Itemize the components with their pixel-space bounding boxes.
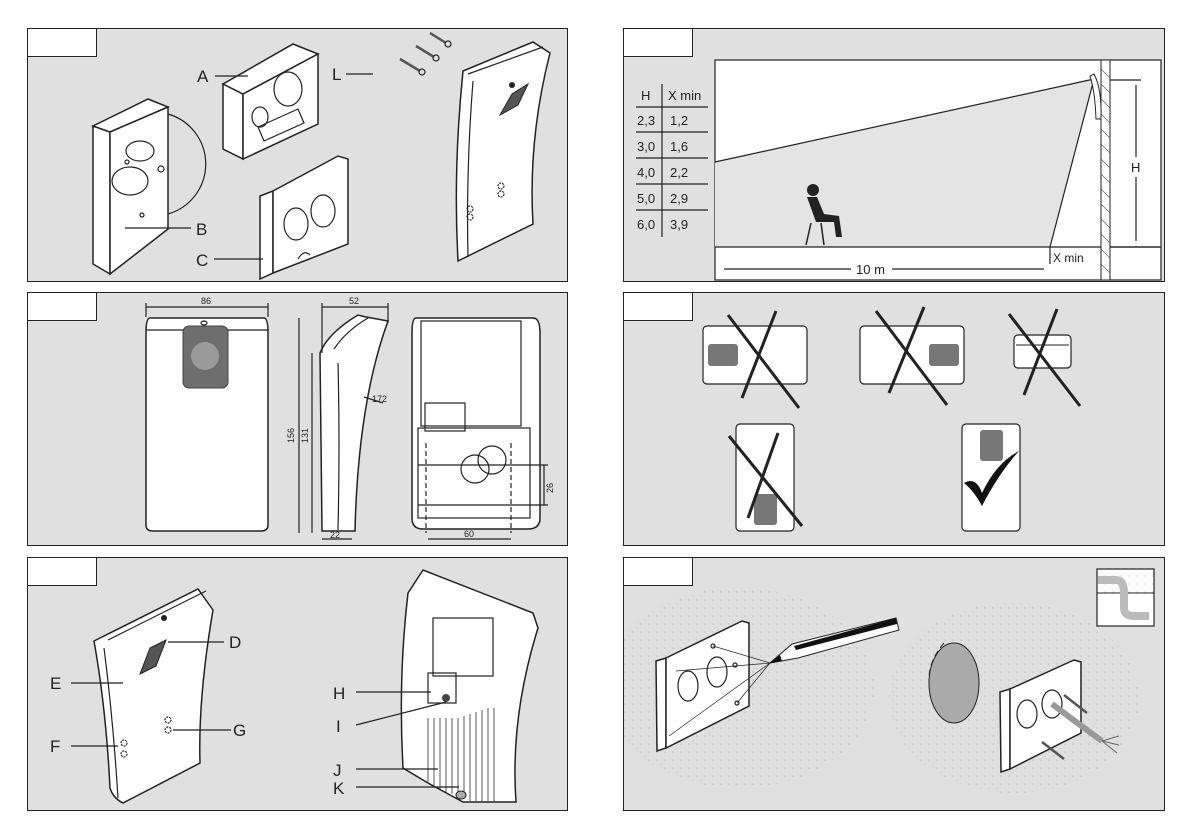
- back-view: 60 26: [412, 318, 555, 539]
- front-view: 86: [146, 296, 268, 531]
- label-g: G: [233, 721, 246, 740]
- table-cell: 6,0: [637, 217, 655, 232]
- parts-illustration: A B C L: [28, 29, 568, 282]
- figure-wall-mounting: [623, 557, 1165, 811]
- dim-hole-horizontal: 60: [464, 529, 474, 539]
- dimension-drawings: 86 52 156 131 22 172: [28, 293, 568, 546]
- screws-part: [400, 33, 451, 75]
- surface-mount-box-part: [223, 44, 318, 159]
- xmin-label: X min: [1053, 251, 1084, 265]
- detector-front: [94, 589, 213, 803]
- dim-total-height: 156: [286, 428, 296, 443]
- figure-mounting-orientation: [623, 292, 1165, 546]
- height-label: H: [1131, 160, 1140, 175]
- label-c: C: [196, 251, 208, 270]
- dim-hole-vertical: 26: [545, 483, 555, 493]
- side-view: 52 156 131 22 172: [286, 296, 388, 540]
- label-h: H: [333, 684, 345, 703]
- detection-range-diagram: H X min 2,3 1,2 3,0 1,6 4,0 2,2 5,0 2,9 …: [624, 29, 1165, 282]
- figure-parts-overview: A B C L: [27, 28, 568, 282]
- table-header-xmin: X min: [668, 88, 701, 103]
- detector-back: [401, 570, 538, 802]
- orientation-upside-down-wrong: [729, 424, 802, 531]
- figure-detection-range: H X min 2,3 1,2 3,0 1,6 4,0 2,2 5,0 2,9 …: [623, 28, 1165, 282]
- figure-front-back-views: D E F G H I J K: [27, 557, 568, 811]
- range-label: 10 m: [856, 262, 885, 277]
- table-cell: 3,9: [670, 217, 688, 232]
- wall-mounting-illustration: [624, 558, 1165, 811]
- label-l: L: [332, 65, 341, 84]
- base-plate-part: [260, 156, 348, 279]
- label-k: K: [333, 779, 345, 798]
- label-a: A: [197, 67, 209, 86]
- table-header-h: H: [641, 88, 650, 103]
- label-d: D: [229, 633, 241, 652]
- dim-front-width: 86: [201, 296, 211, 306]
- table-cell: 2,3: [637, 113, 655, 128]
- dim-inner-height: 131: [300, 428, 310, 443]
- orientation-horizontal-right-wrong: [860, 307, 964, 405]
- table-cell: 1,2: [670, 113, 688, 128]
- table-cell: 1,6: [670, 139, 688, 154]
- orientation-diagrams: [624, 293, 1165, 546]
- orientation-upright-correct: [962, 424, 1020, 531]
- corner-bracket-part: [93, 99, 206, 274]
- label-e: E: [50, 674, 61, 693]
- motion-detector-part: [456, 42, 550, 261]
- dim-depth-bottom: 22: [330, 530, 340, 540]
- orientation-horizontal-left-wrong: [703, 311, 807, 408]
- table-cell: 4,0: [637, 165, 655, 180]
- front-back-illustration: D E F G H I J K: [28, 558, 568, 811]
- dim-depth-top: 52: [349, 296, 359, 306]
- figure-dimensions: 86 52 156 131 22 172: [27, 292, 568, 546]
- label-i: I: [336, 717, 341, 736]
- dim-radius: 172: [372, 394, 387, 404]
- label-b: B: [196, 220, 207, 239]
- cable-routing-inset: [1097, 569, 1154, 626]
- table-cell: 2,9: [670, 191, 688, 206]
- label-j: J: [333, 761, 342, 780]
- table-cell: 5,0: [637, 191, 655, 206]
- height-xmin-table: H X min 2,3 1,2 3,0 1,6 4,0 2,2 5,0 2,9 …: [636, 84, 708, 237]
- label-f: F: [50, 737, 60, 756]
- table-cell: 3,0: [637, 139, 655, 154]
- table-cell: 2,2: [670, 165, 688, 180]
- orientation-flat-wrong: [1009, 309, 1080, 406]
